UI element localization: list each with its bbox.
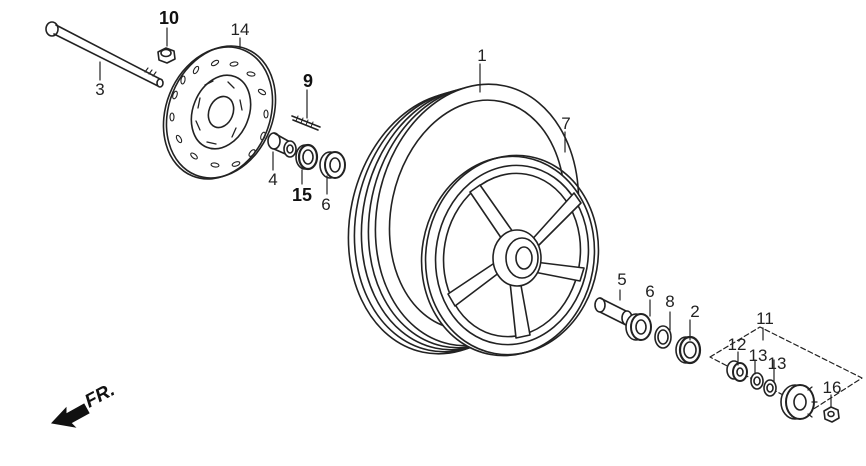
nut-drawing (823, 406, 840, 423)
label-part-1: 1 (477, 46, 486, 65)
label-part-15: 15 (292, 185, 312, 205)
part-labels: 1 2 3 4 5 6 6 7 8 9 10 11 12 13 13 14 15… (95, 8, 841, 397)
front-arrow-icon (51, 403, 90, 428)
dust-seal-drawing (295, 143, 319, 171)
label-part-3: 3 (95, 80, 104, 99)
label-part-4: 4 (268, 170, 277, 189)
label-part-6a: 6 (645, 282, 654, 301)
gearbox-assembly-box (709, 326, 863, 411)
label-part-13b: 13 (768, 354, 787, 373)
oil-seal-drawing (675, 335, 702, 365)
label-part-5: 5 (617, 270, 626, 289)
axle-drawing (45, 21, 164, 88)
axle-nut-drawing (157, 47, 176, 64)
distance-collar-drawing (267, 132, 297, 158)
air-valve-drawing (291, 115, 321, 131)
washer-a-drawing (750, 372, 764, 390)
gearbox-housing-drawing (780, 384, 818, 420)
label-part-11: 11 (756, 309, 774, 328)
bearing-right-drawing (625, 313, 652, 341)
washer-b-drawing (763, 379, 777, 397)
brake-disc-drawing (162, 45, 277, 180)
cast-wheel-drawing (420, 154, 600, 357)
label-part-9: 9 (303, 71, 313, 91)
gear-drawing (726, 360, 748, 382)
circlip-drawing (654, 325, 672, 349)
label-part-13a: 13 (749, 346, 768, 365)
label-part-8: 8 (665, 292, 674, 311)
label-part-10: 10 (159, 8, 179, 28)
front-direction-label: FR. (81, 380, 118, 413)
label-part-16: 16 (823, 378, 842, 397)
label-part-6b: 6 (321, 195, 330, 214)
label-part-2: 2 (690, 302, 699, 321)
label-part-7: 7 (561, 114, 570, 133)
leader-lines (99, 27, 832, 408)
label-part-14: 14 (231, 20, 250, 39)
front-direction-indicator: FR. (51, 380, 118, 428)
label-part-12: 12 (728, 335, 747, 354)
bearing-left-drawing (319, 151, 346, 179)
